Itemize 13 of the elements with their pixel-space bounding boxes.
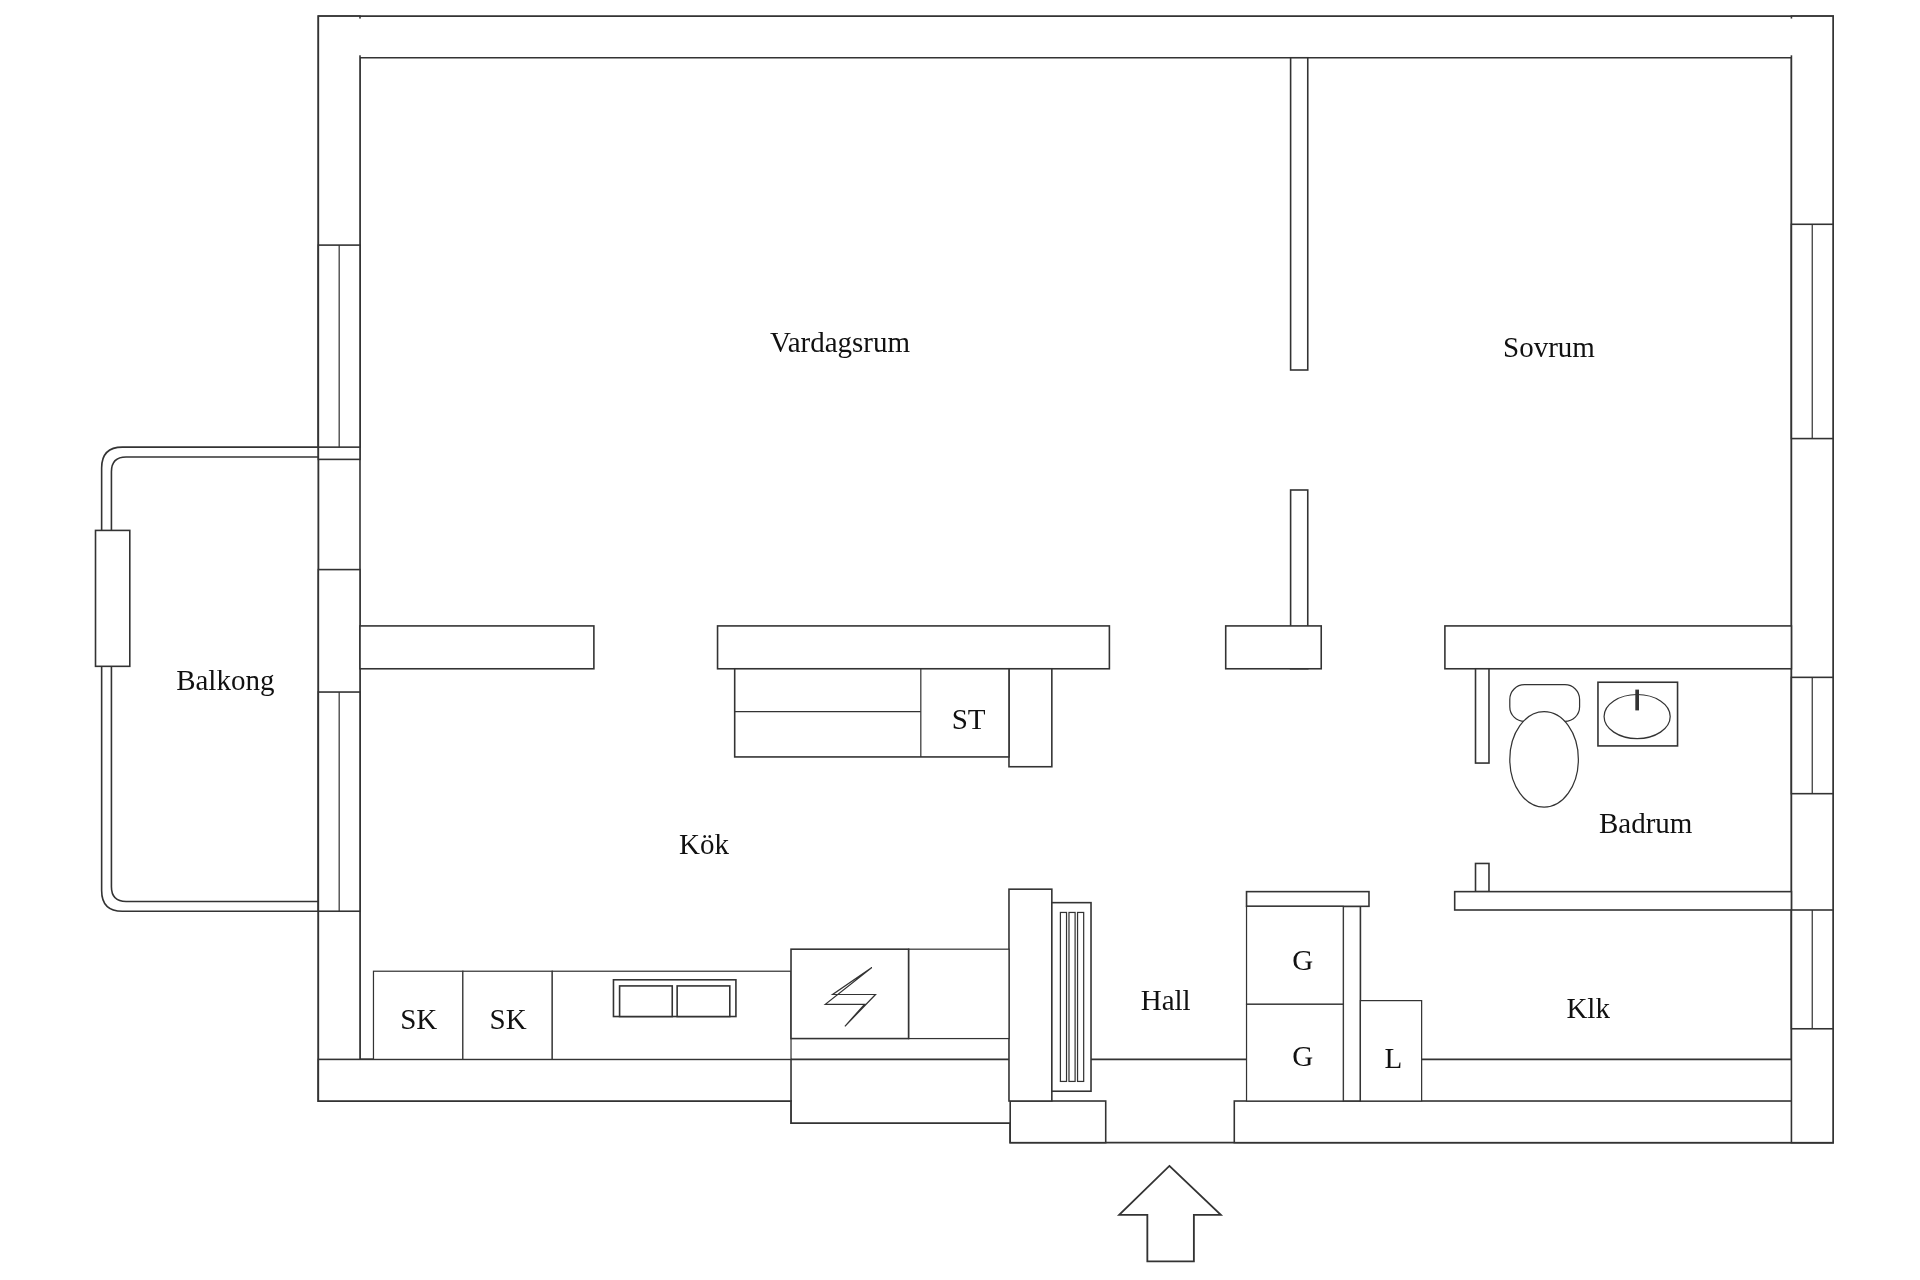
room-label: Sovrum bbox=[1503, 332, 1595, 361]
fixture-label: G bbox=[1292, 1041, 1314, 1070]
fixture-label: SK bbox=[400, 1004, 438, 1034]
room-label: Badrum bbox=[1599, 808, 1693, 838]
room-label: Vardagsrum bbox=[769, 327, 911, 357]
room-label: Klk bbox=[1566, 993, 1610, 1023]
fixture-label: G bbox=[1292, 945, 1314, 975]
room-label: Balkong bbox=[176, 665, 275, 695]
room-label: Hall bbox=[1140, 985, 1191, 1015]
fixture-label: L bbox=[1384, 1043, 1403, 1073]
fixture-label: SK bbox=[489, 1004, 527, 1034]
room-label: Kök bbox=[679, 829, 730, 859]
fixture-label: ST bbox=[951, 704, 986, 734]
